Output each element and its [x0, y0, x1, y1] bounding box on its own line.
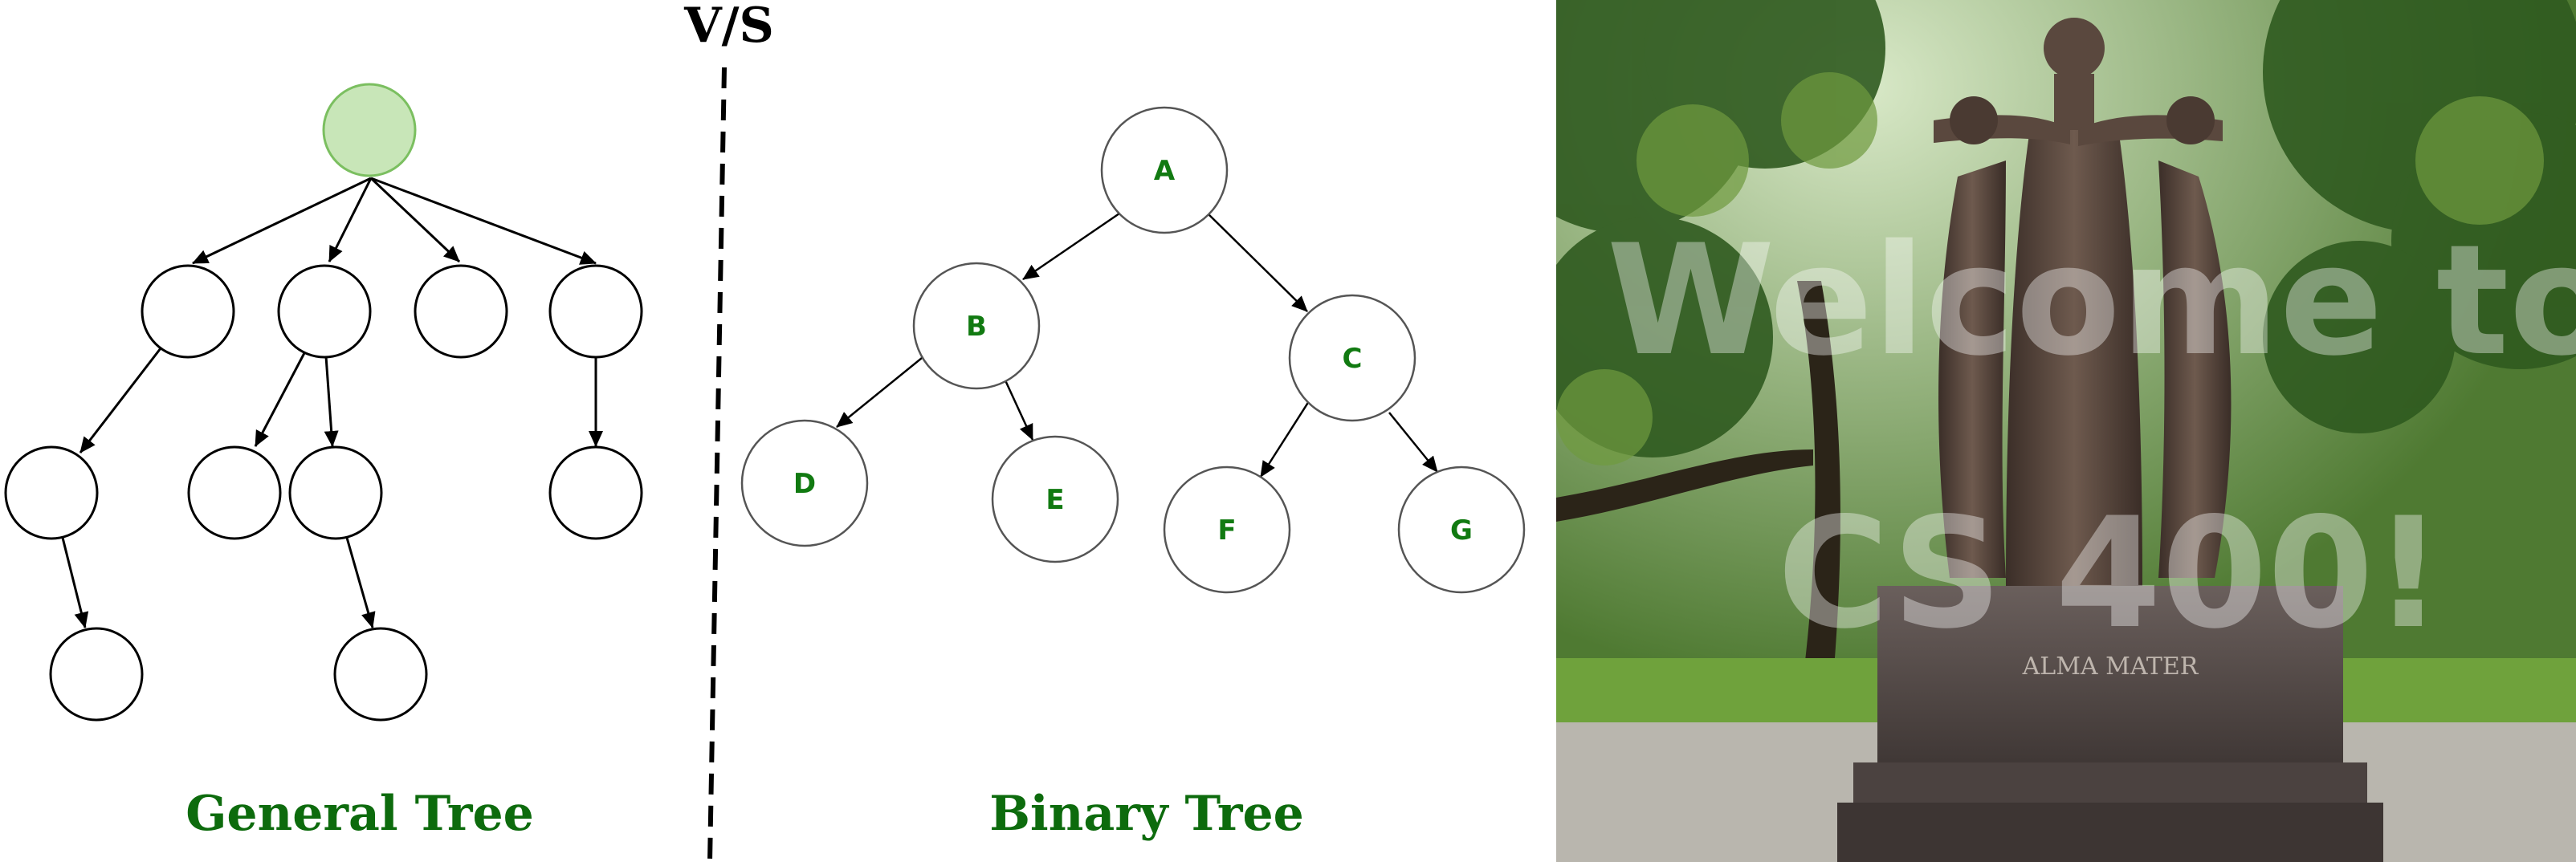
binary-node-D: D — [740, 419, 869, 547]
general-tree-edges — [61, 177, 603, 628]
dashed-divider — [707, 67, 727, 862]
tree-branch — [1556, 449, 1813, 522]
edge-C-G — [1388, 412, 1438, 473]
edge-n2b-n2b1 — [345, 537, 376, 628]
general-tree-node — [277, 264, 372, 359]
binary-node-C: C — [1288, 294, 1416, 422]
node-label: D — [793, 468, 816, 500]
binary-tree-caption: Binary Tree — [989, 786, 1304, 842]
edge-n2-n2a — [254, 351, 307, 447]
general-tree-node — [141, 264, 235, 359]
general-tree-node — [49, 627, 144, 722]
vs-label: V/S — [683, 0, 774, 54]
edge-root-n1 — [192, 177, 372, 265]
binary-node-G: G — [1397, 466, 1526, 594]
statue-figures — [1934, 18, 2232, 586]
binary-node-F: F — [1163, 466, 1291, 594]
node-label: A — [1154, 155, 1176, 187]
photo-canvas: ALMA MATER Welcome to CS 400! — [1556, 0, 2576, 862]
edge-n1-n1a — [79, 348, 162, 453]
general-tree-root-node — [322, 83, 417, 177]
edge-root-n4 — [370, 177, 597, 265]
binary-node-A: A — [1100, 106, 1229, 234]
tree-comparison-diagram: General Tree V/S A B C — [4, 0, 1526, 862]
edge-n1a-n1a1 — [61, 537, 89, 628]
node-label: B — [966, 311, 987, 343]
edge-B-E — [1004, 380, 1034, 441]
edge-root-n3 — [369, 177, 461, 263]
diagram-canvas: General Tree V/S A B C — [4, 0, 1526, 862]
general-tree-caption: General Tree — [185, 786, 534, 842]
binary-node-E: E — [991, 435, 1119, 563]
general-tree-node — [187, 445, 282, 540]
tree-canopy-highlights — [1556, 72, 2544, 466]
edge-B-D — [836, 357, 923, 428]
statue-pedestal: ALMA MATER — [1837, 586, 2383, 862]
general-tree-node — [548, 445, 643, 540]
binary-tree-edges — [836, 212, 1438, 478]
general-tree-node — [4, 445, 99, 540]
overlay-course-text: CS 400! — [1777, 485, 2443, 662]
node-label: E — [1045, 484, 1064, 516]
edge-root-n2 — [328, 177, 373, 262]
node-label: C — [1343, 343, 1363, 375]
plaque-title: ALMA MATER — [2022, 653, 2199, 681]
binary-tree-nodes: A B C D E F G — [740, 106, 1526, 594]
edge-A-B — [1022, 212, 1120, 281]
general-tree-node — [414, 264, 508, 359]
tree-trunk — [1797, 281, 1840, 722]
edge-n2-n2b — [324, 356, 339, 447]
binary-node-B: B — [912, 262, 1041, 390]
node-label: G — [1450, 514, 1473, 547]
general-tree-node — [333, 627, 428, 722]
edge-C-F — [1259, 401, 1310, 478]
general-tree-nodes — [4, 83, 643, 722]
node-label: F — [1217, 514, 1236, 547]
general-tree-node — [288, 445, 383, 540]
general-tree-node — [548, 264, 643, 359]
overlay-welcome-text: Welcome to — [1607, 212, 2576, 389]
alma-mater-photo: ALMA MATER Welcome to CS 400! — [1556, 0, 2576, 862]
edge-A-C — [1207, 213, 1308, 312]
